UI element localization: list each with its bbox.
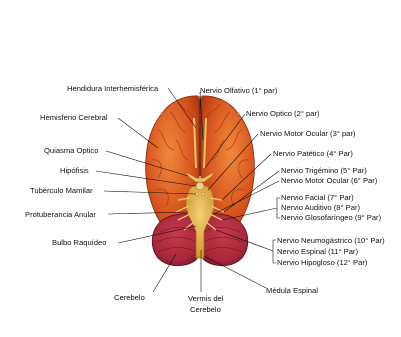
label-nerve-5: Nervio Trigémino (5° Par) [281, 166, 367, 175]
leader-bracket-7-9 [277, 198, 280, 218]
leader-bracket-10-12 [273, 240, 276, 263]
label-nerve-1: Nervio Olfativo (1° par) [200, 86, 277, 95]
label-vermis-line2: Cerebelo [190, 305, 221, 314]
pituitary-gland [196, 182, 204, 190]
label-nerve-9: Nervio Glosofaríngeo (9° Par) [281, 213, 381, 222]
label-nerve-11: Nervio Espinal (11° Par) [277, 247, 358, 256]
label-optic-chiasm: Quiasma Optico [44, 146, 98, 155]
label-spinal-cord: Médula Espinal [266, 286, 318, 295]
label-vermis-line1: Vermis del [188, 294, 223, 303]
label-cerebral-hemisphere: Hemisferio Cerebral [40, 113, 108, 122]
label-medulla-oblongata: Bulbo Raquídeo [52, 238, 106, 247]
label-mammillary-body: Tubérculo Mamilar [30, 186, 93, 195]
label-nerve-4: Nervio Patético (4° Par) [273, 149, 353, 158]
label-nerve-12: Nervio Hipogloso (12° Par) [277, 258, 367, 267]
label-cerebellum: Cerebelo [114, 293, 145, 302]
label-pons: Protuberancia Anular [25, 210, 96, 219]
label-nerve-7: Nervio Facial (7° Par) [281, 193, 354, 202]
label-nerve-2: Nervio Optico (2° par) [246, 109, 320, 118]
label-interhemispheric-fissure: Hendidura Interhemisférica [67, 84, 158, 93]
label-nerve-10: Nervio Neumogástrico (10° Par) [277, 236, 385, 245]
label-nerve-8: Nervio Auditivo (8° Par) [281, 203, 360, 212]
label-nerve-3: Nervio Motor Ocular (3° par) [260, 129, 355, 138]
label-pituitary: Hipófisis [60, 166, 89, 175]
mammillary-body-right [201, 192, 205, 196]
label-nerve-6: Nervio Motor Ocular (6° Par) [281, 176, 377, 185]
